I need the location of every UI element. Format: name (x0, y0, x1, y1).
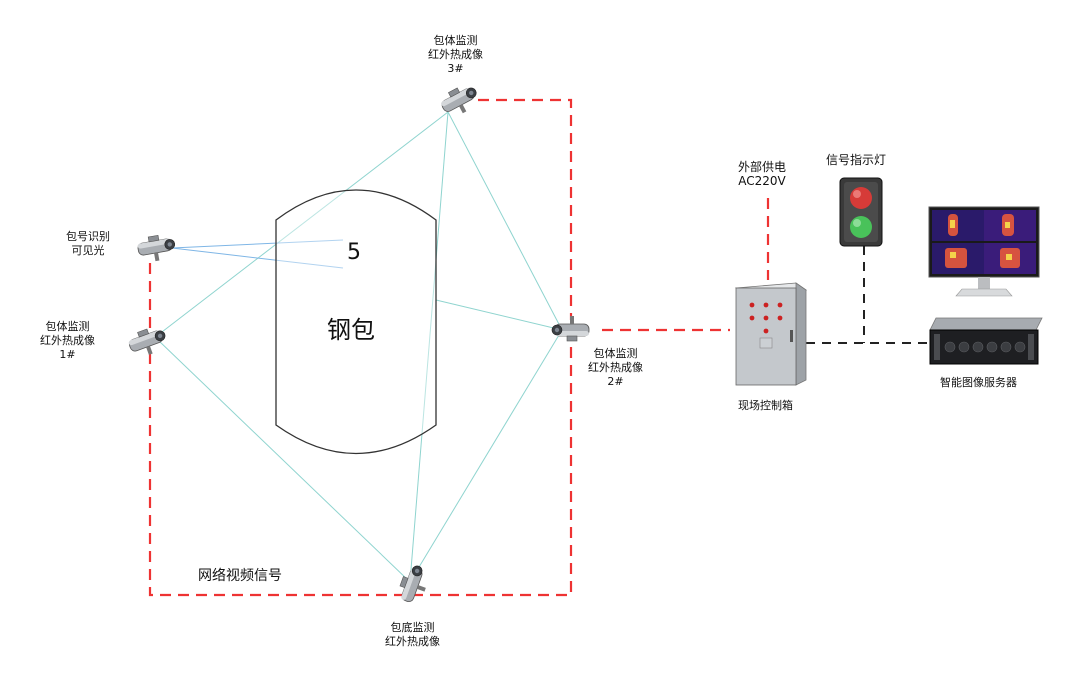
camera-3-line3: 3# (447, 62, 464, 75)
signal-light-label: 信号指示灯 (826, 153, 887, 167)
server-icon (929, 317, 1043, 365)
camera-1-label: 包体监测 红外热成像 1# (40, 320, 95, 362)
power-line1: 外部供电 (738, 160, 787, 174)
camera-2-line1: 包体监测 (593, 347, 638, 360)
camera-bottom-icon (395, 561, 433, 607)
control-box-label: 现场控制箱 (738, 399, 793, 412)
power-label: 外部供电 AC220V (738, 160, 786, 188)
id-sight-lines (171, 239, 344, 269)
sight-lines (157, 111, 563, 583)
server-label: 智能图像服务器 (940, 376, 1017, 389)
camera-1-line2: 红外热成像 (40, 334, 95, 347)
network-signal-label: 网络视频信号 (198, 568, 282, 584)
camera-2-line3: 2# (607, 375, 624, 388)
monitor-icon (928, 206, 1040, 297)
ladle-name: 钢包 (327, 316, 375, 344)
camera-bottom-line2: 红外热成像 (385, 635, 440, 648)
camera-1-line1: 包体监测 (45, 320, 90, 333)
camera-1-line3: 1# (59, 348, 76, 361)
camera-2-label: 包体监测 红外热成像 2# (588, 347, 643, 389)
camera-id-label: 包号识别 可见光 (66, 230, 110, 258)
ladle-outline (275, 189, 437, 455)
signal-light-icon (839, 177, 883, 247)
camera-id-line1: 包号识别 (66, 230, 110, 243)
red-dashed-links (148, 98, 770, 597)
control-box-icon (734, 282, 808, 386)
camera-id-icon (135, 232, 178, 265)
black-dashed-links (806, 246, 930, 344)
camera-3-line2: 红外热成像 (428, 48, 483, 61)
link-network-loop (148, 263, 573, 597)
camera-id-line2: 可见光 (71, 244, 105, 257)
link-cam3-to-cam2 (478, 98, 573, 320)
camera-1-icon (125, 323, 171, 361)
camera-2-line2: 红外热成像 (588, 361, 643, 374)
camera-bottom-line1: 包底监测 (390, 621, 435, 634)
power-line2: AC220V (738, 174, 786, 188)
red-lamp-icon (850, 187, 872, 209)
camera-bottom-label: 包底监测 红外热成像 (385, 621, 440, 649)
camera-3-line1: 包体监测 (433, 34, 478, 47)
green-lamp-icon (850, 216, 872, 238)
camera-3-label: 包体监测 红外热成像 3# (428, 34, 483, 76)
ladle-number: 5 (347, 240, 361, 265)
